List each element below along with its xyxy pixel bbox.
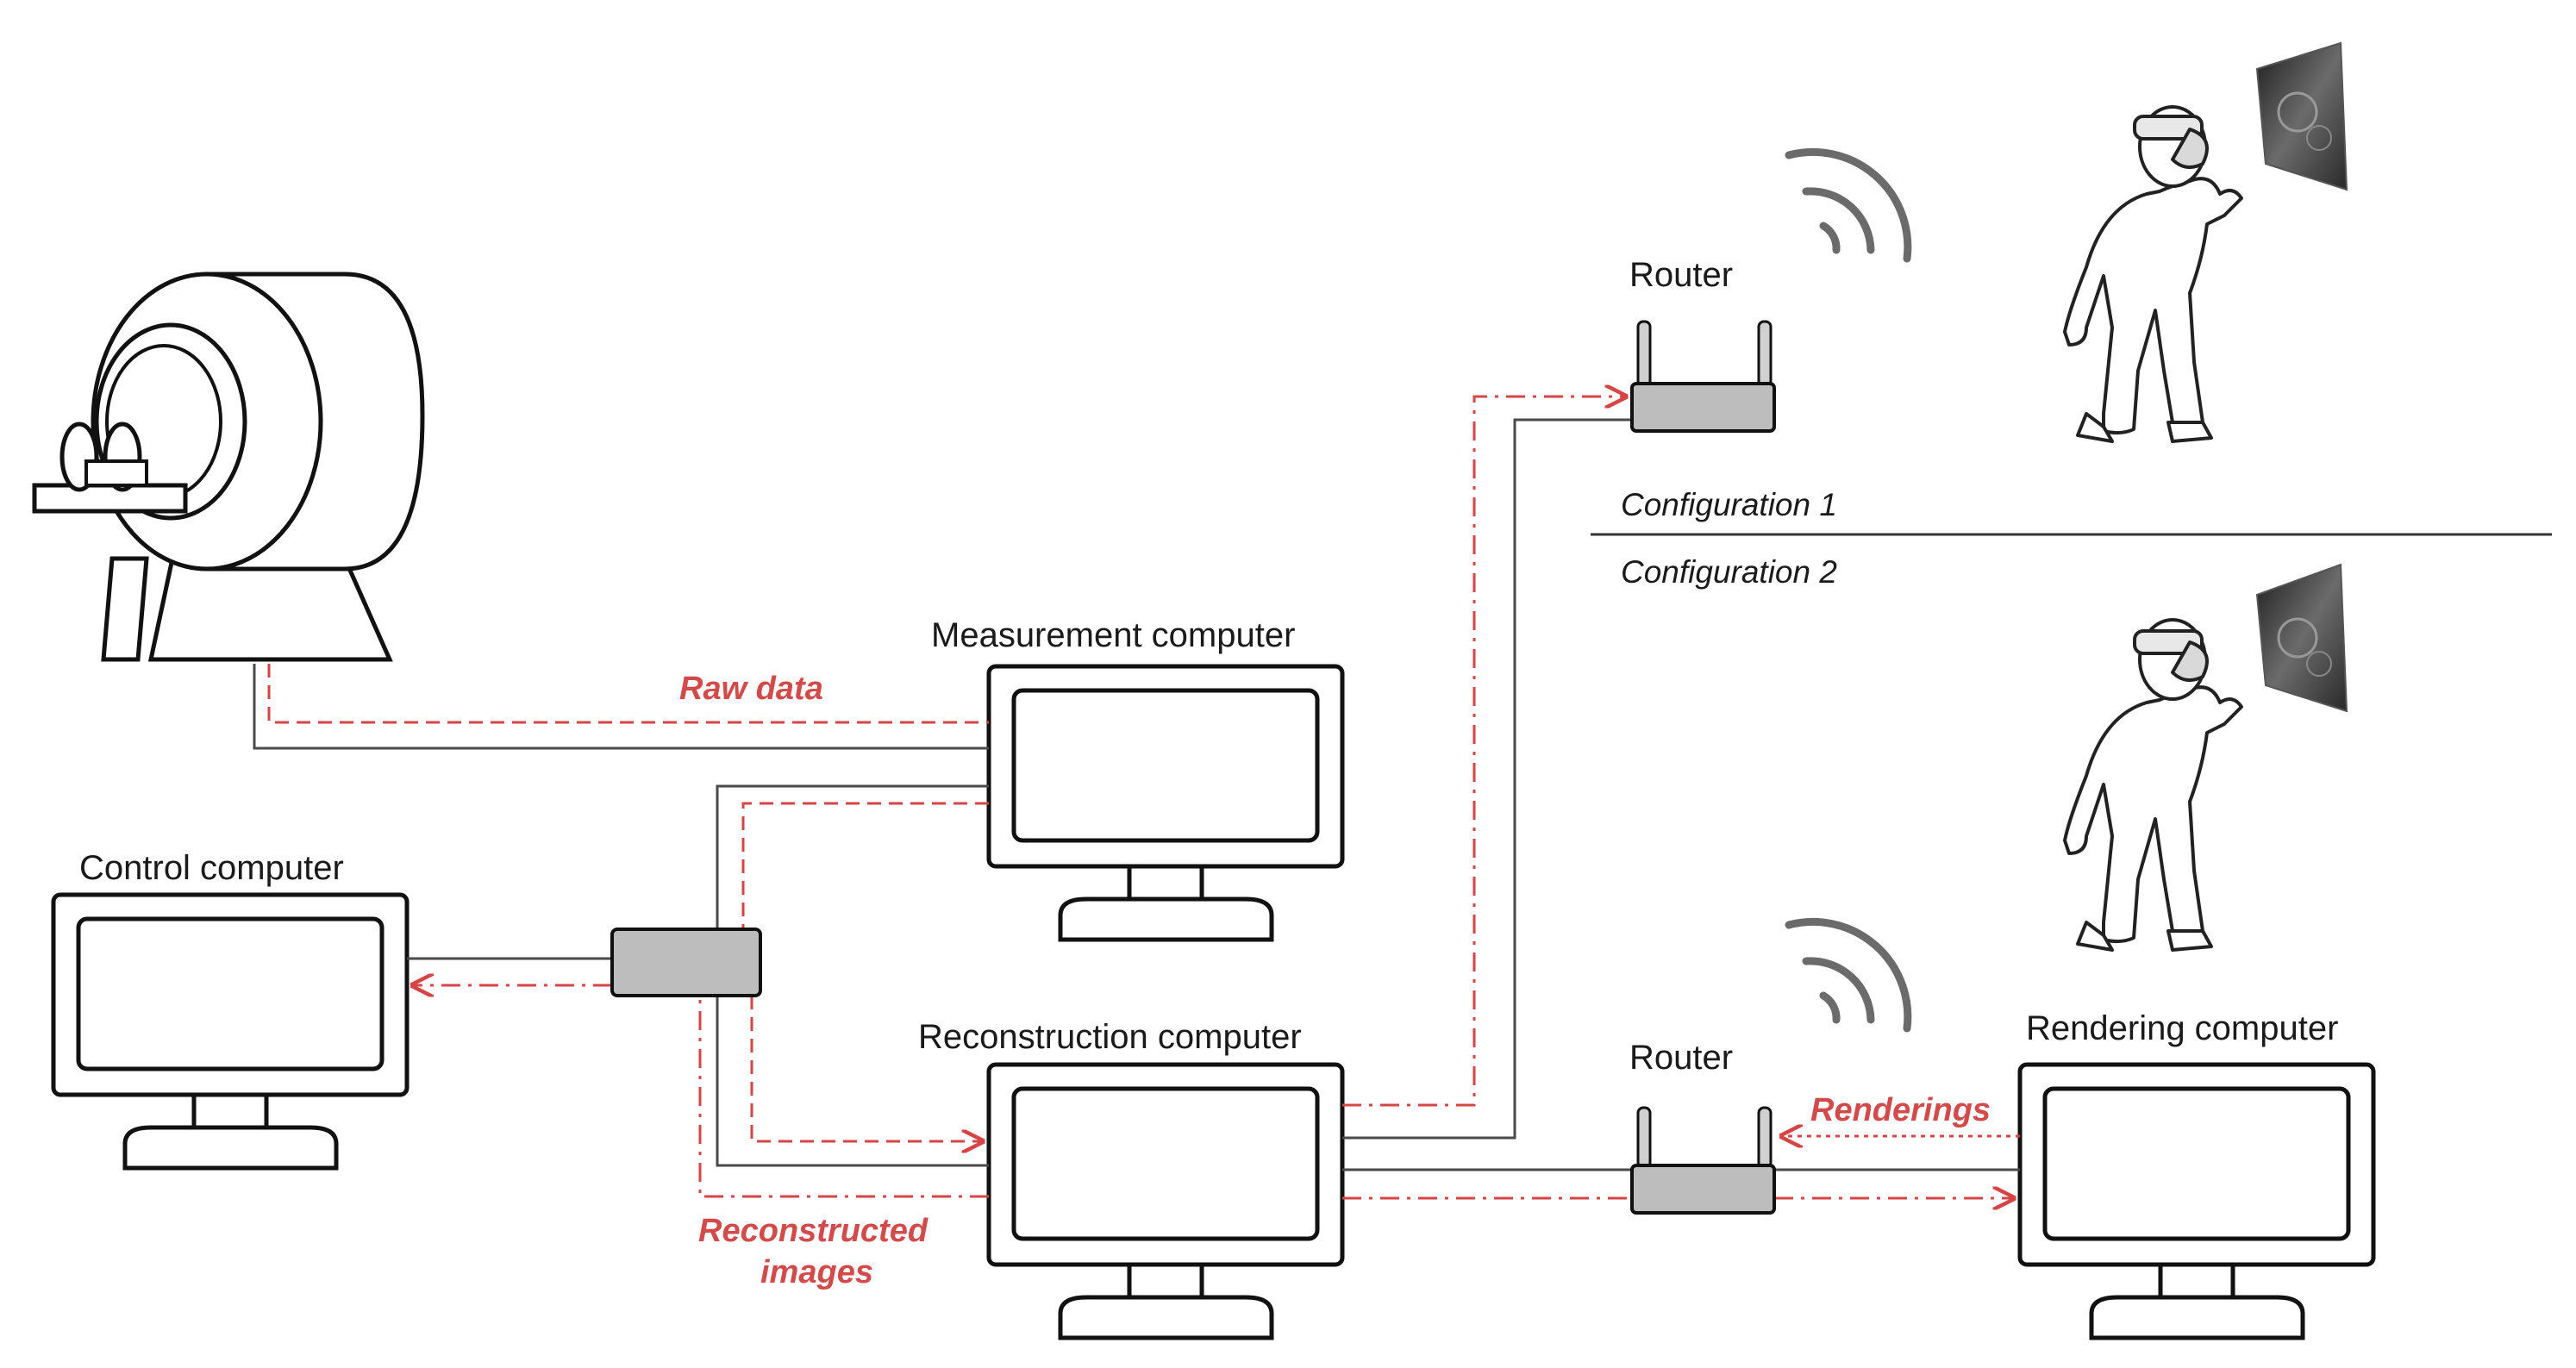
- reconstructed-images-flow: [698, 996, 989, 1198]
- router-top-icon: [1630, 320, 1776, 433]
- raw-data-flow: [267, 664, 989, 724]
- reconstructed-images-label-line2: images: [760, 1254, 873, 1290]
- measurement-to-switch-flow: [741, 802, 989, 929]
- measurement-computer-label: Measurement computer: [931, 616, 1295, 654]
- router-top-label: Router: [1629, 256, 1733, 294]
- rendering-computer-monitor-icon: [2017, 1062, 2376, 1340]
- rendering-computer-label: Rendering computer: [2026, 1009, 2338, 1047]
- reconstruction-computer-monitor-icon: [986, 1062, 1345, 1340]
- configuration-1-label: Configuration 1: [1621, 487, 1837, 522]
- cables: [253, 418, 2020, 1171]
- reconstruction-to-router-top-flow: [1342, 397, 1626, 1107]
- wifi-signal-icon: [1785, 917, 1912, 1033]
- wifi-signal-icon: [1785, 147, 1912, 263]
- router-bottom-icon: [1630, 1106, 1776, 1215]
- hologram-image-icon: [2255, 563, 2348, 713]
- data-flows: [267, 397, 2020, 1198]
- hologram-image-icon: [2255, 41, 2348, 191]
- renderings-label: Renderings: [1810, 1092, 1991, 1128]
- switch-to-reconstruction-flow: [750, 996, 983, 1141]
- control-computer-label: Control computer: [79, 849, 344, 887]
- network-switch-icon: [610, 928, 762, 997]
- configuration-2-label: Configuration 2: [1621, 554, 1837, 590]
- person-with-headset-icon: [2063, 618, 2243, 952]
- measurement-computer-monitor-icon: [986, 664, 1345, 942]
- control-computer-monitor-icon: [51, 892, 410, 1171]
- reconstructed-images-label-line1: Reconstructed: [698, 1213, 928, 1249]
- reconstruction-computer-label: Reconstruction computer: [918, 1018, 1302, 1056]
- mri-scanner-icon: [32, 272, 425, 662]
- person-with-headset-icon: [2063, 105, 2243, 443]
- router-bottom-label: Router: [1629, 1039, 1733, 1077]
- raw-data-label: Raw data: [679, 671, 823, 707]
